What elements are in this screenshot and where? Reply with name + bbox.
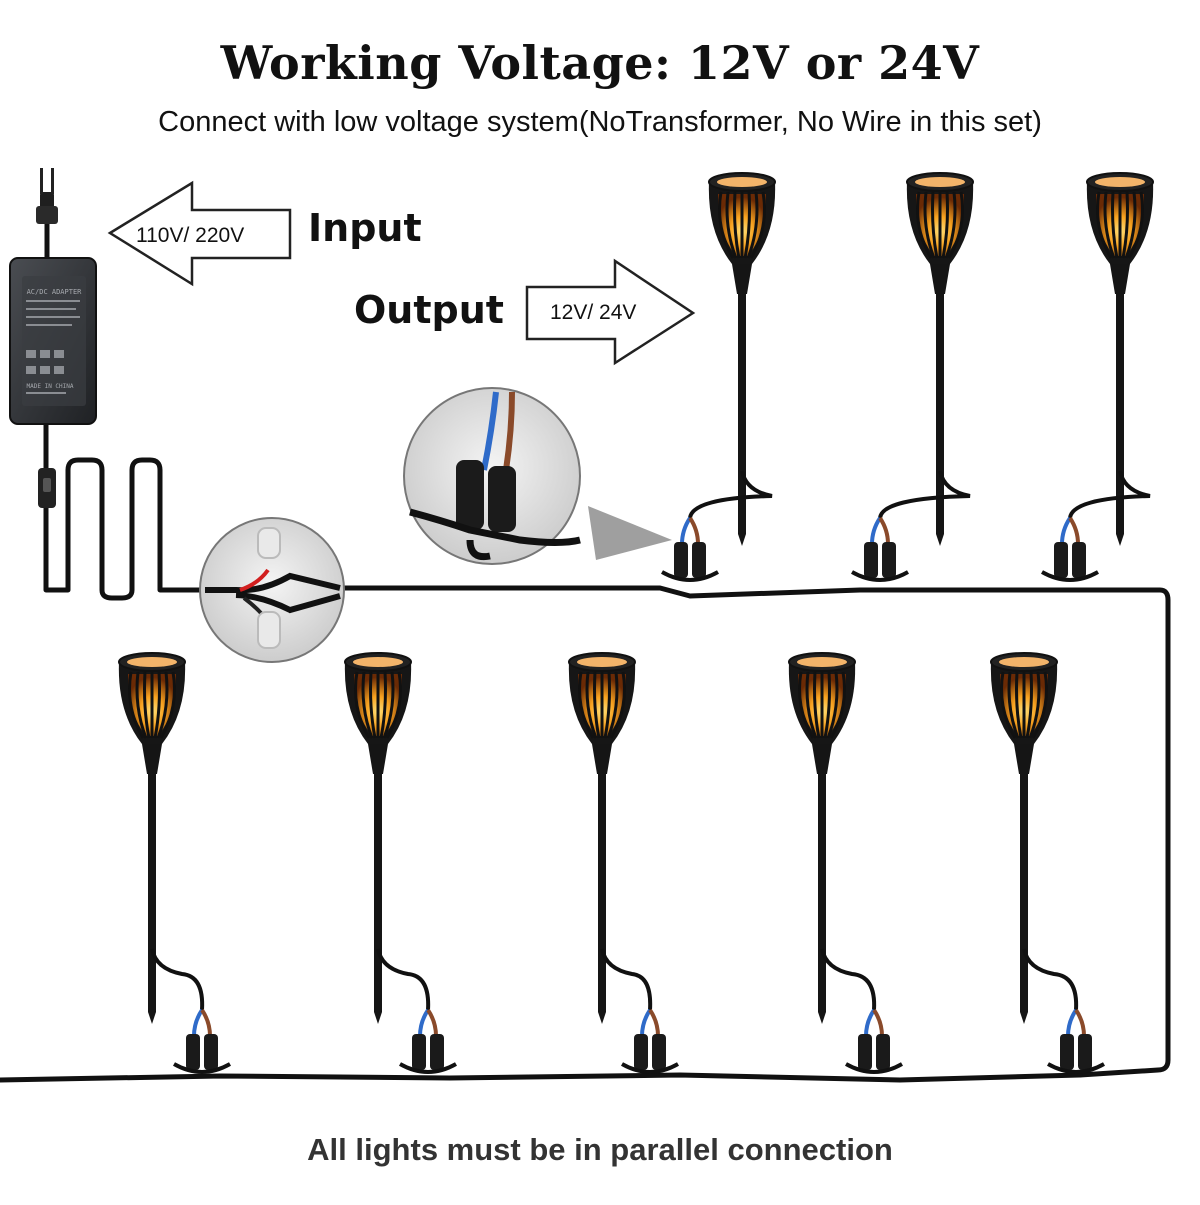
- waterproof-connector: [674, 542, 688, 578]
- waterproof-connector: [186, 1034, 200, 1070]
- top-row-lights: [661, 172, 1154, 582]
- power-adapter: AC/DC ADAPTER MADE IN CHINA: [9, 257, 97, 425]
- waterproof-connector: [864, 542, 878, 578]
- input-arrow: [107, 180, 292, 287]
- waterproof-connector: [412, 1034, 426, 1070]
- page-title: Working Voltage: 12V or 24V: [220, 36, 980, 90]
- torch-light: [661, 172, 776, 582]
- input-arrow-text: 110V/ 220V: [136, 224, 245, 247]
- waterproof-connector: [1060, 1034, 1074, 1070]
- plug: [36, 168, 58, 258]
- torch-light: [1041, 172, 1154, 582]
- main-cable: [0, 417, 1171, 1083]
- waterproof-connector: [858, 1034, 872, 1070]
- waterproof-connector: [1054, 542, 1068, 578]
- output-label: Output: [354, 288, 504, 332]
- torch-light: [851, 172, 974, 582]
- adapter-brand: AC/DC ADAPTER: [27, 288, 83, 296]
- parallel-connection-note: All lights must be in parallel connectio…: [307, 1132, 893, 1167]
- torch-light: [344, 652, 457, 1074]
- torch-light: [118, 652, 231, 1074]
- page-subtitle: Connect with low voltage system(NoTransf…: [158, 106, 1042, 138]
- torch-light: [990, 652, 1105, 1074]
- splice-zoom: [199, 517, 345, 663]
- output-arrow: [525, 258, 696, 366]
- connector-zoom: [403, 387, 672, 565]
- bottom-row-lights: [118, 652, 1105, 1074]
- torch-light: [788, 652, 903, 1074]
- waterproof-connector: [634, 1034, 648, 1070]
- adapter-origin: MADE IN CHINA: [27, 383, 74, 390]
- input-label: Input: [308, 206, 422, 250]
- output-arrow-text: 12V/ 24V: [550, 301, 637, 324]
- torch-light: [568, 652, 679, 1074]
